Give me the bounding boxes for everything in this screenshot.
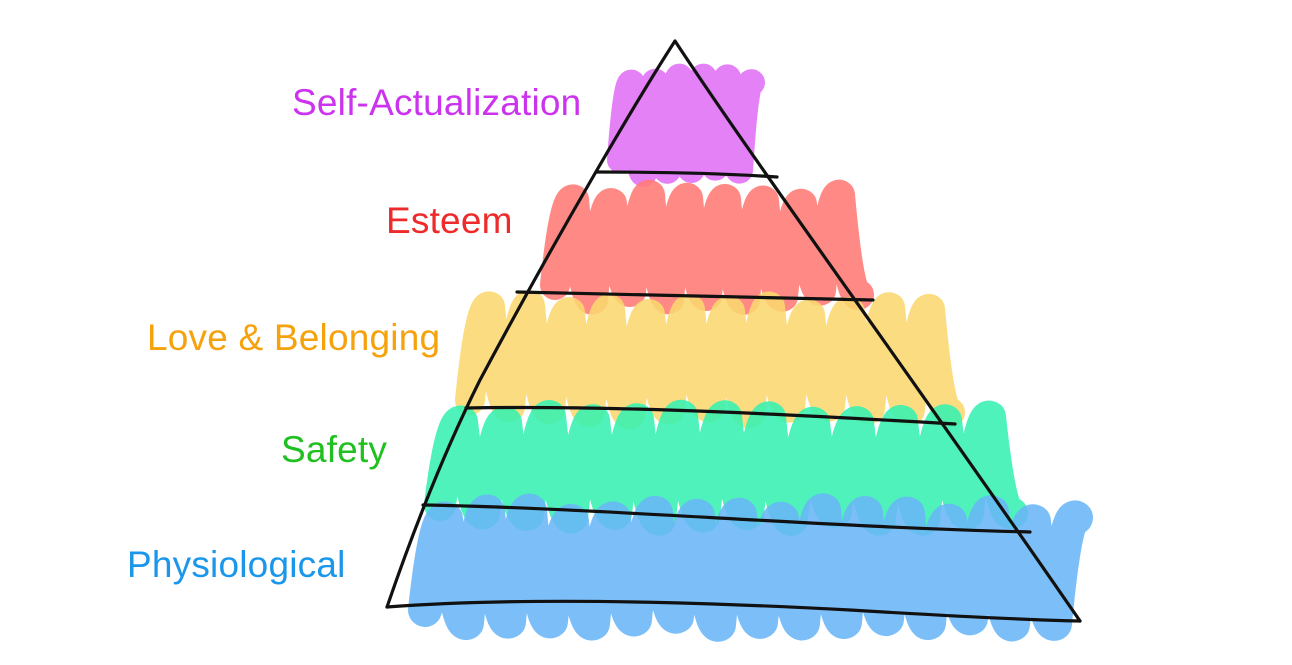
pyramid-base-line: [385, 599, 1082, 623]
divider-line-4: [421, 503, 1032, 534]
pyramid-left-edge: [385, 39, 677, 609]
pyramid-outline: [385, 39, 1082, 623]
label-self-actualization: Self-Actualization: [292, 82, 582, 123]
label-physiological: Physiological: [127, 544, 346, 585]
scribble-love-belonging: [455, 290, 965, 429]
label-esteem: Esteem: [386, 200, 513, 241]
scribble-physiological: [408, 493, 1093, 642]
divider-line-3: [464, 405, 957, 426]
divider-line-1: [594, 170, 779, 179]
label-love-belonging: Love & Belonging: [147, 317, 441, 358]
scribble-esteem: [540, 179, 874, 315]
divider-line-2: [515, 290, 875, 302]
scribble-fills: [408, 63, 1093, 642]
label-safety: Safety: [281, 429, 388, 470]
pyramid-right-edge: [673, 39, 1082, 623]
